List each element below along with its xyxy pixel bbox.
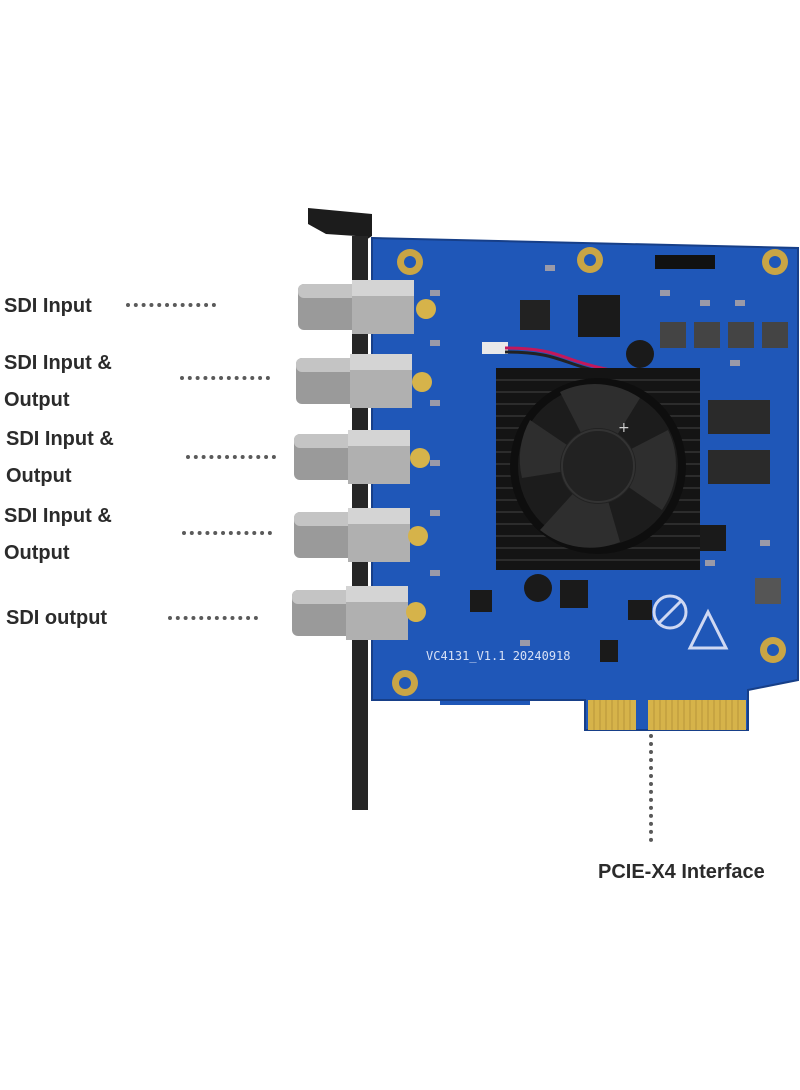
label-sdi-io-1: SDI Input & Output: [4, 345, 112, 419]
label-pcie: PCIE-X4 Interface: [598, 854, 765, 891]
leader-pcie: [649, 734, 653, 842]
label-pcie-text: PCIE-X4 Interface: [598, 861, 765, 883]
svg-text:+: +: [618, 420, 630, 436]
heatsink-fan: +: [496, 340, 700, 602]
label-sdi-input: SDI Input: [4, 288, 92, 325]
label-sdi-io-3: SDI Input & Output: [4, 498, 112, 572]
leader-sdi-output: [168, 616, 258, 620]
leader-sdi-io-2: [186, 455, 276, 459]
label-sdi-io-2: SDI Input & Output: [6, 421, 114, 495]
label-sdi-output-text: SDI output: [6, 607, 108, 629]
label-sdi-output: SDI output: [6, 600, 107, 637]
label-sdi-io-3-line1: SDI Input &: [4, 505, 112, 527]
board-model-text: VC4131_V1.1 20240918: [426, 649, 571, 663]
label-sdi-input-text: SDI Input: [4, 295, 92, 317]
leader-sdi-input: [126, 303, 216, 307]
bnc-connectors: [292, 280, 436, 640]
leader-sdi-io-1: [180, 376, 270, 380]
label-sdi-io-1-line2: Output: [4, 389, 70, 411]
bnc-connector-2: [296, 354, 432, 408]
label-sdi-io-2-line2: Output: [6, 465, 72, 487]
bnc-connector-5: [292, 586, 426, 640]
label-sdi-io-3-line2: Output: [4, 542, 70, 564]
label-sdi-io-2-line1: SDI Input &: [6, 428, 114, 450]
leader-sdi-io-3: [182, 531, 272, 535]
bnc-connector-3: [294, 430, 430, 484]
bnc-connector-4: [294, 508, 428, 562]
bnc-connector-1: [298, 280, 436, 334]
label-sdi-io-1-line1: SDI Input &: [4, 352, 112, 374]
